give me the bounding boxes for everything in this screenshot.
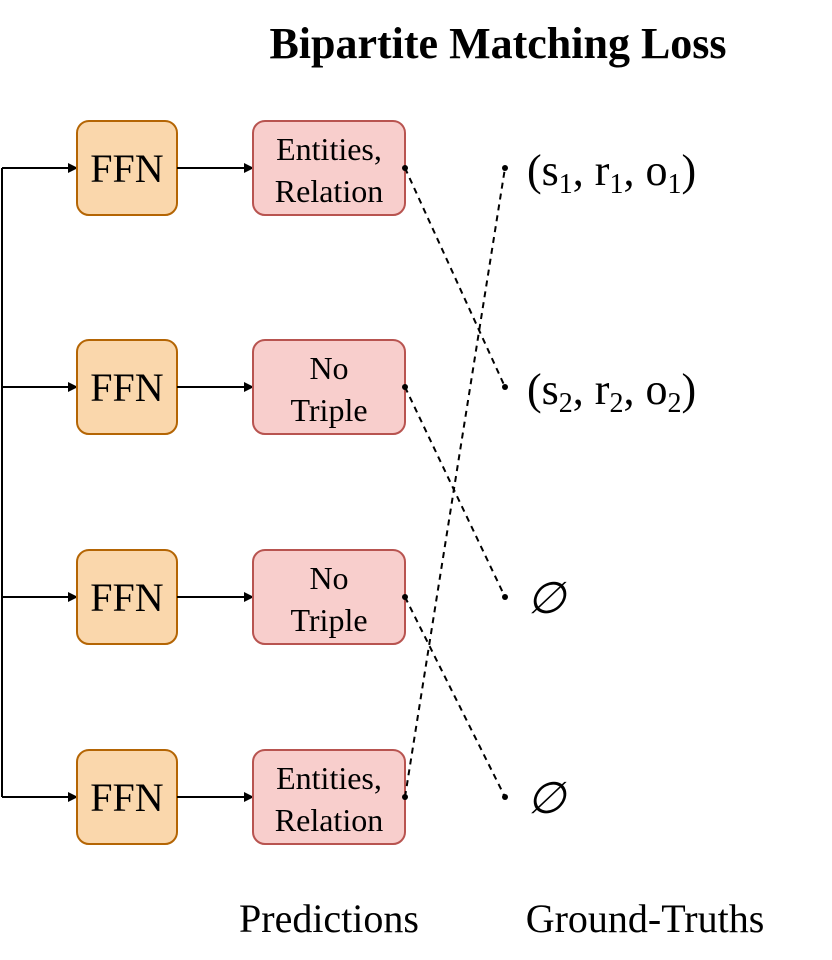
predictions-caption: Predictions: [239, 896, 419, 941]
empty-set-symbol: ∅: [527, 774, 567, 823]
subscript-index: 1: [667, 169, 681, 200]
subscript-index: 2: [609, 388, 623, 419]
matching-lines-layer: [404, 167, 506, 798]
prediction-label-line2: Triple: [290, 392, 367, 428]
prediction-label-line1: No: [309, 350, 348, 386]
matching-line: [404, 596, 506, 798]
triple-part: , r: [573, 146, 610, 195]
ffn-label: FFN: [90, 575, 163, 620]
subscript-index: 2: [667, 388, 681, 419]
prediction-label-line1: No: [309, 560, 348, 596]
prediction-label-line1: Entities,: [276, 131, 382, 167]
diagram-title: Bipartite Matching Loss: [269, 19, 726, 68]
subscript-index: 1: [559, 169, 573, 200]
subscript-index: 1: [609, 169, 623, 200]
matching-line: [404, 386, 506, 598]
triple-part: (s: [527, 365, 559, 414]
empty-set-symbol: ∅: [527, 574, 567, 623]
triple-part: ): [681, 146, 696, 195]
triple-part: ): [681, 365, 696, 414]
matching-line: [404, 167, 506, 388]
ground-truth-triple: (s1, r1, o1): [527, 146, 696, 200]
subscript-index: 2: [559, 388, 573, 419]
ground-truth-dot: [502, 165, 508, 171]
prediction-label-line2: Relation: [275, 802, 383, 838]
triple-part: , r: [573, 365, 610, 414]
ffn-label: FFN: [90, 775, 163, 820]
ffn-label: FFN: [90, 146, 163, 191]
prediction-label-line2: Relation: [275, 173, 383, 209]
ground-truth-dot: [502, 384, 508, 390]
matching-line: [404, 167, 506, 798]
triple-part: , o: [623, 146, 667, 195]
triple-part: (s: [527, 146, 559, 195]
prediction-label-line2: Triple: [290, 602, 367, 638]
prediction-label-line1: Entities,: [276, 760, 382, 796]
ground-truth-triple: (s2, r2, o2): [527, 365, 696, 419]
ground-truths-caption: Ground-Truths: [526, 896, 765, 941]
triple-part: , o: [623, 365, 667, 414]
ffn-label: FFN: [90, 365, 163, 410]
